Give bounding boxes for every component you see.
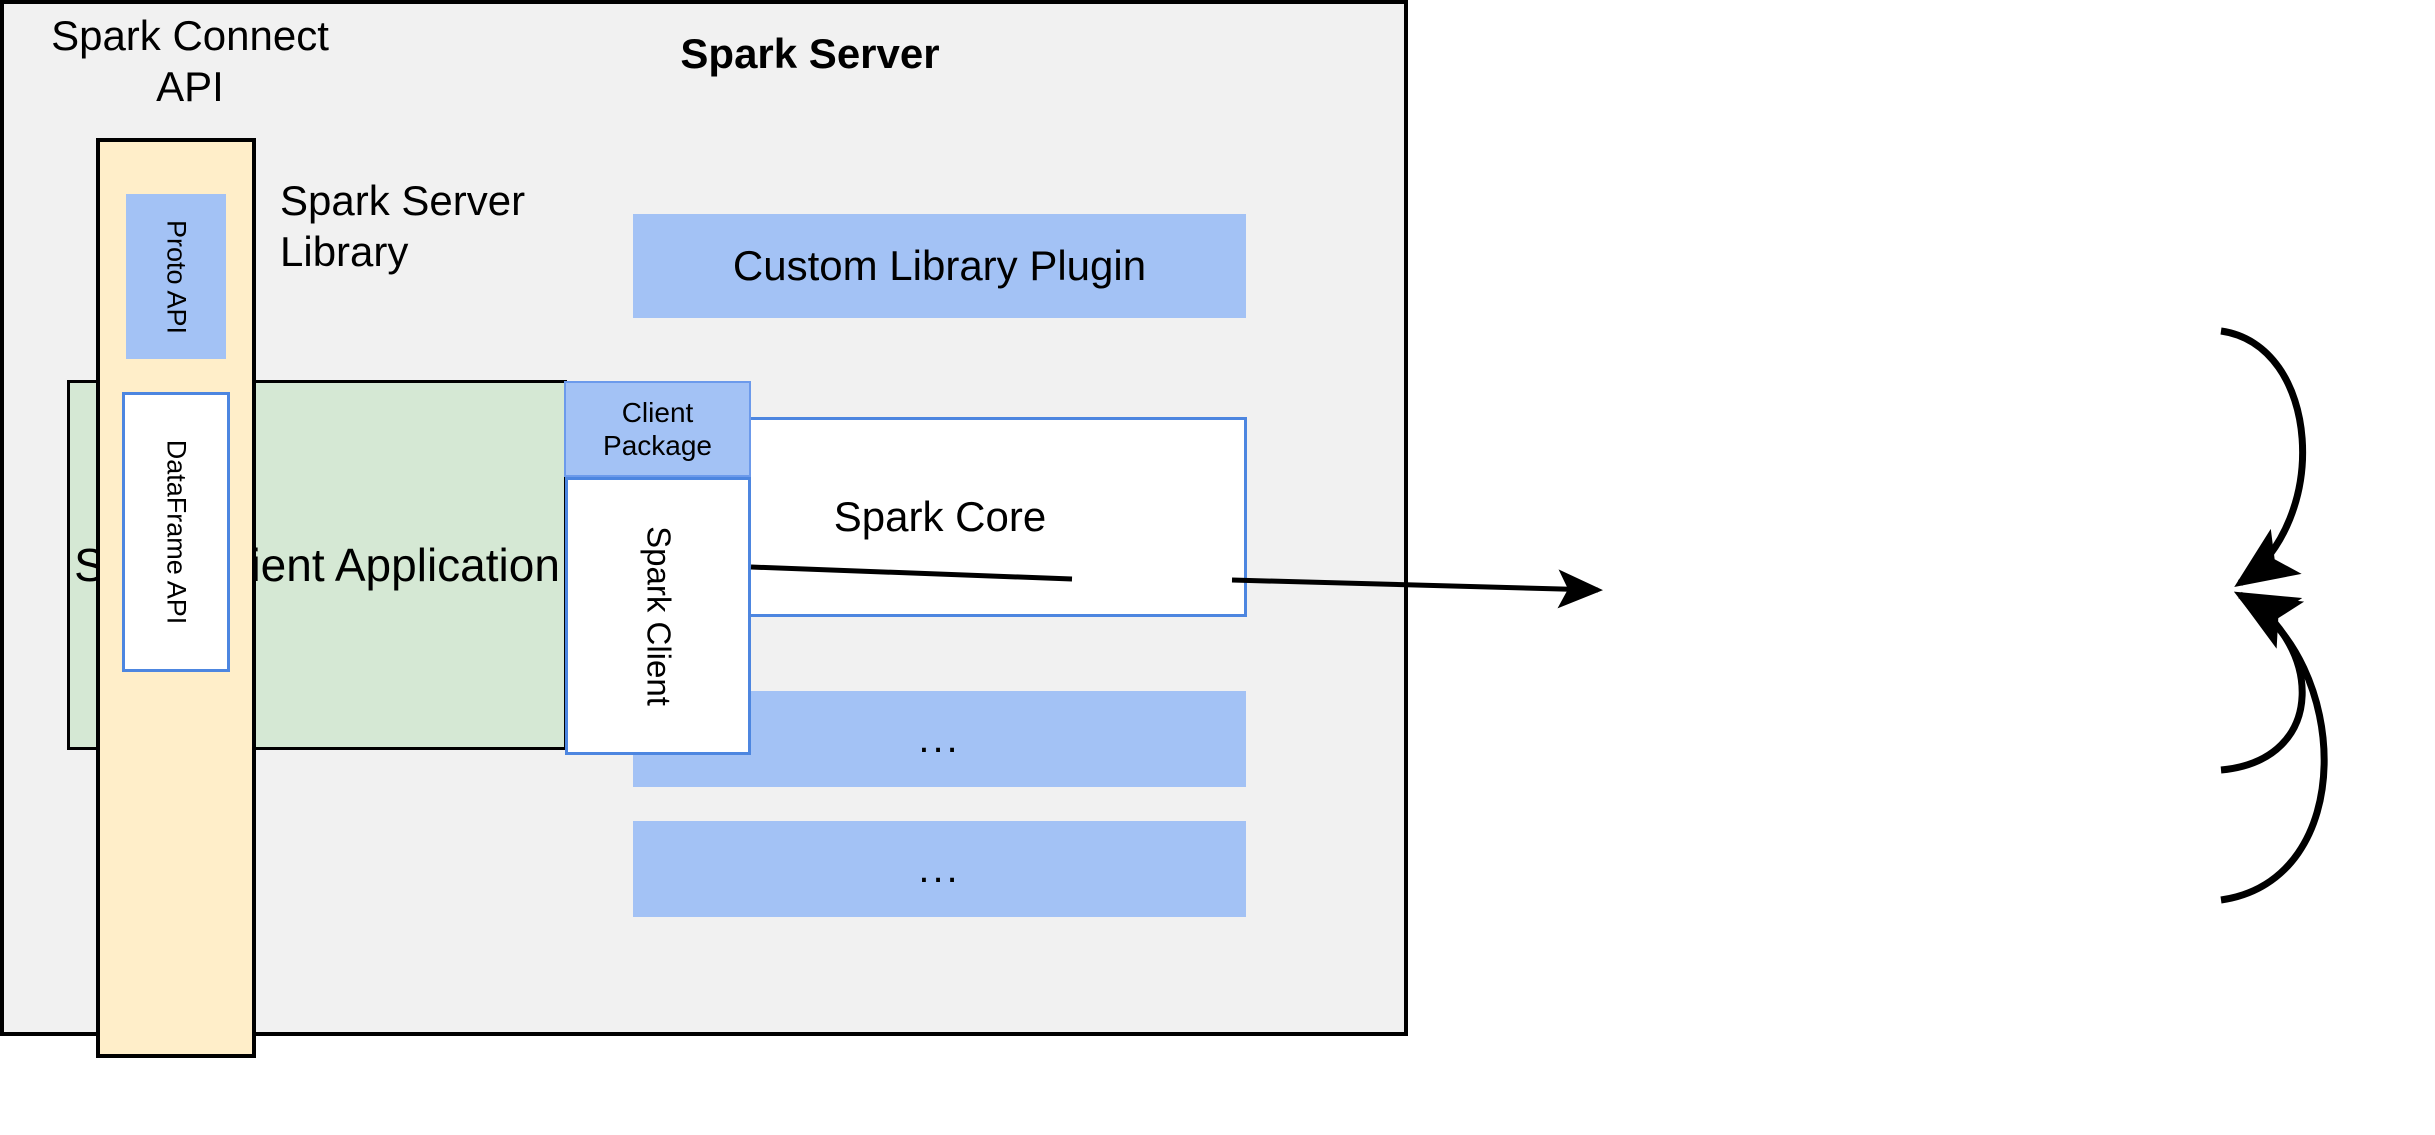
spark-server-title: Spark Server (680, 30, 940, 77)
spark-server-library-column: Proto API DataFrame API (96, 138, 256, 1058)
ellipsis-label: ... (918, 847, 961, 891)
spark-client-label: Spark Client (640, 526, 678, 706)
spark-connect-api-label: Spark Connect API (51, 12, 329, 111)
custom-library-plugin-box: Custom Library Plugin (633, 214, 1246, 318)
server-item-ellipsis-2: ... (633, 821, 1246, 917)
proto-api-box: Proto API (126, 194, 226, 359)
spark-server-library-label: Spark Server Library (280, 177, 526, 276)
proto-api-label: Proto API (161, 219, 192, 334)
dataframe-api-box: DataFrame API (122, 392, 230, 672)
client-package-box: Client Package (564, 381, 751, 477)
ellipsis-label: ... (918, 717, 961, 761)
arrow-plugin-to-spark-core (2220, 327, 2307, 587)
arrow-ellipsis-1-to-spark-core (2220, 591, 2306, 774)
dataframe-api-label: DataFrame API (161, 439, 192, 625)
arrow-ellipsis-2-to-spark-core (2220, 593, 2328, 904)
spark-client-box: Spark Client (565, 477, 751, 755)
